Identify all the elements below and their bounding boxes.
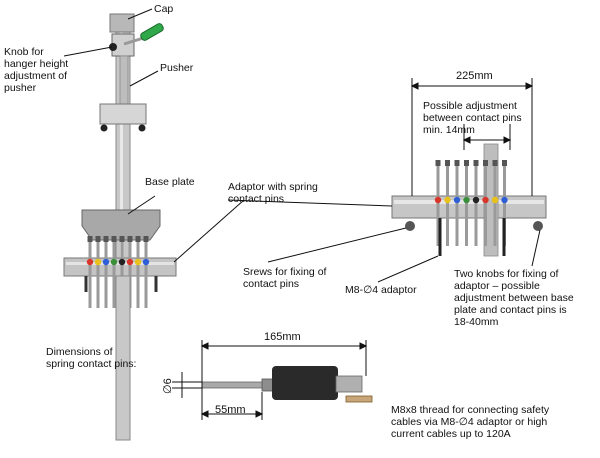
pin-color-sleeve	[102, 258, 110, 266]
pin-color-sleeve	[444, 196, 451, 204]
pin-color-sleeve	[110, 258, 118, 266]
pin-color-sleeve	[118, 258, 126, 266]
contact-pin-head	[492, 160, 498, 166]
dimension-225mm: 225mm	[456, 70, 493, 82]
contact-pin-head	[502, 160, 507, 166]
contact-pin	[112, 236, 116, 308]
contact-pin-head	[111, 236, 117, 242]
label-base-plate: Base plate	[145, 176, 195, 188]
contact-pin-head	[119, 236, 125, 242]
label-cap: Cap	[154, 3, 174, 15]
label-possible-adjustment: Possible adjustment between contact pins…	[423, 100, 522, 136]
contact-pin	[88, 236, 92, 308]
left-contact-pins	[86, 236, 150, 308]
pin-color-sleeve	[134, 258, 142, 266]
cap-block	[109, 13, 135, 33]
label-screws: Srews for fixing of contact pins	[243, 266, 327, 290]
spring-pin-drawing	[201, 366, 373, 403]
right-contact-pins	[434, 160, 508, 246]
adaptor-closeup	[391, 143, 547, 257]
contact-pin	[128, 236, 132, 308]
contact-pin	[144, 236, 148, 308]
pin-color-sleeve	[472, 196, 480, 204]
fixing-knob-left	[405, 221, 415, 231]
contact-pin-head	[143, 236, 149, 242]
label-dimensions: Dimensions of spring contact pins:	[46, 346, 137, 370]
green-handle	[140, 23, 164, 41]
pin-color-sleeve	[86, 258, 94, 266]
contact-pin	[104, 236, 108, 308]
dimension-lines	[172, 78, 534, 420]
pin-color-sleeve	[94, 258, 102, 266]
contact-pin-head	[87, 236, 93, 242]
slide-bracket	[99, 103, 147, 125]
contact-pin-head	[135, 236, 141, 242]
leader-lines	[63, 8, 541, 283]
contact-pin	[120, 236, 124, 308]
dimension-diameter-6: ∅6	[162, 378, 174, 394]
label-knob: Knob for hanger height adjustment of pus…	[4, 46, 69, 94]
contact-pin-head	[464, 160, 469, 166]
contact-pin-head	[103, 236, 109, 242]
stand-assembly	[63, 13, 177, 441]
pin-needle	[201, 381, 265, 389]
contact-pin-head	[95, 236, 101, 242]
pin-color-sleeve	[142, 258, 150, 266]
contact-pin	[136, 236, 140, 308]
contact-pin-head	[473, 160, 479, 166]
contact-pin-head	[127, 236, 133, 242]
contact-pin-head	[483, 160, 488, 166]
height-knob	[109, 43, 117, 51]
contact-pin-head	[445, 160, 450, 166]
contact-pin-head	[435, 160, 441, 166]
label-m8-adaptor: M8-∅4 adaptor	[345, 284, 417, 296]
fixing-knob-right	[533, 221, 543, 231]
label-thread: M8x8 thread for connecting safety cables…	[391, 404, 550, 440]
base-plate	[81, 209, 161, 241]
contact-pin	[96, 236, 100, 308]
pin-color-sleeve	[501, 196, 508, 204]
pin-body	[272, 366, 338, 400]
label-two-knobs: Two knobs for fixing of adaptor – possib…	[454, 268, 574, 328]
pin-color-sleeve	[453, 196, 461, 204]
label-adaptor: Adaptor with spring contact pins	[228, 181, 318, 205]
dimension-165mm: 165mm	[264, 331, 301, 343]
pin-color-sleeve	[463, 196, 470, 204]
contact-pin-head	[454, 160, 460, 166]
pin-color-sleeve	[434, 196, 442, 204]
pin-color-sleeve	[126, 258, 134, 266]
label-pusher: Pusher	[160, 62, 194, 74]
pin-color-sleeve	[491, 196, 499, 204]
pin-color-sleeve	[482, 196, 489, 204]
dimension-55mm: 55mm	[215, 404, 246, 416]
